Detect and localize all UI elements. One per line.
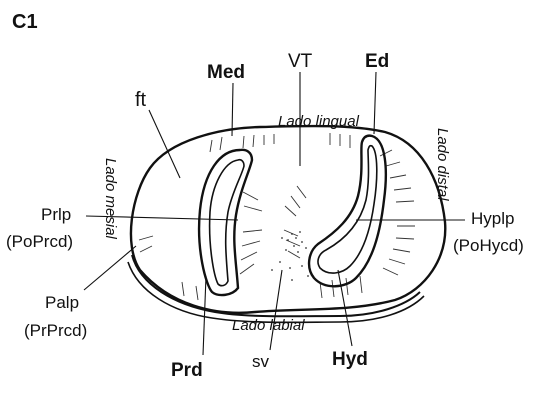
valley-stipple <box>271 231 309 281</box>
label-sv: sv <box>252 352 270 371</box>
label-prlp-sub: (PoPrcd) <box>6 232 73 251</box>
label-lado-lingual: Lado lingual <box>278 113 360 130</box>
label-med: Med <box>207 62 245 83</box>
talonid-crescent-inner <box>318 146 377 273</box>
label-lado-mesial: Lado mesial <box>102 158 119 240</box>
leader-lines <box>84 72 465 355</box>
label-lado-labial: Lado labial <box>232 317 305 334</box>
crown-outline <box>131 126 445 313</box>
hatching <box>139 133 415 300</box>
trigonid-crescent-inner <box>210 160 244 286</box>
label-lado-distal: Lado distal <box>434 128 451 201</box>
trigonid-crescent-outer <box>199 150 252 295</box>
label-ed: Ed <box>365 51 389 72</box>
talonid-crescent-outer <box>309 136 386 287</box>
label-prlp: Prlp <box>41 205 71 224</box>
label-hyplp: Hyplp <box>471 209 514 228</box>
label-hyd: Hyd <box>332 349 368 370</box>
label-hyplp-sub: (PoHycd) <box>453 236 524 255</box>
label-palp: Palp <box>45 293 79 312</box>
label-prd: Prd <box>171 360 203 381</box>
label-ft: ft <box>135 89 147 111</box>
panel-label: C1 <box>12 11 38 33</box>
label-vt: VT <box>288 51 313 72</box>
label-palp-sub: (PrPrcd) <box>24 321 87 340</box>
